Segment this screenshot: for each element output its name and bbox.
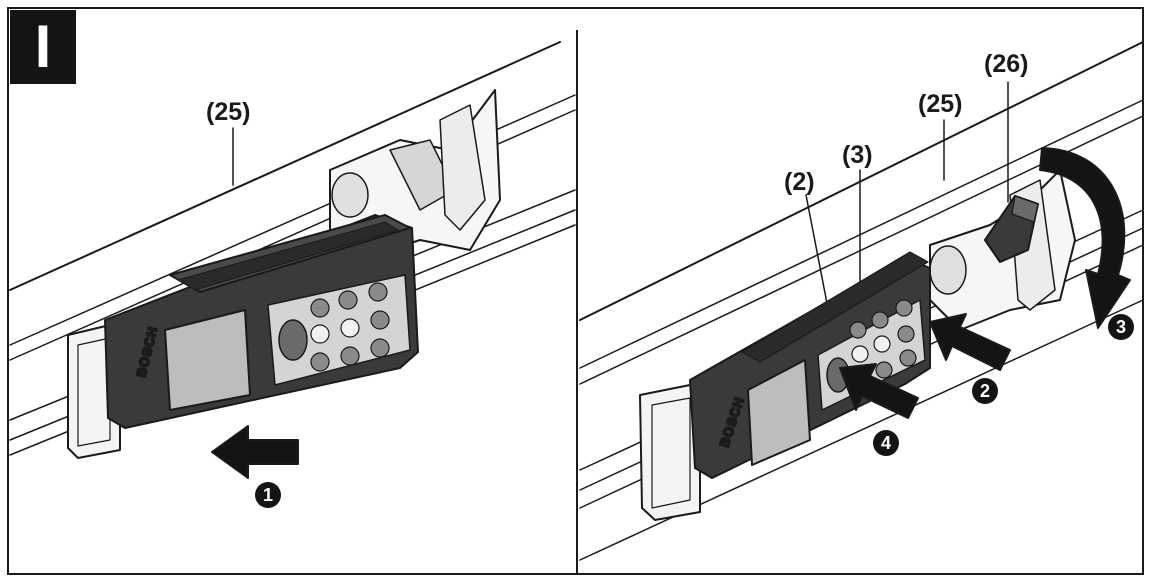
- keypad-main-button-left: [278, 319, 308, 361]
- device-grip-left: [177, 221, 399, 291]
- device-screen-right: [747, 359, 811, 466]
- insert-arrow: [211, 425, 299, 479]
- device-screen-left: [164, 309, 251, 411]
- press-front-arrow: [839, 363, 919, 419]
- device-keypad-left: [267, 274, 411, 386]
- keypad-button-3: [849, 321, 867, 339]
- step-badge-2: 2: [972, 378, 998, 404]
- laser-measure-left: BOSCH: [104, 214, 419, 429]
- step-badge-4: 4: [873, 430, 899, 456]
- step-badge-3: 3: [1108, 314, 1134, 340]
- callout-button-3: (3): [842, 141, 873, 169]
- press-front-arrow-icon: [839, 363, 919, 419]
- rail-groove-1-right: [579, 99, 1144, 369]
- insert-arrow-icon: [211, 425, 299, 479]
- rotate-lever-arrow-icon: [1039, 147, 1131, 329]
- callout-guide-rail-left: (25): [206, 98, 251, 126]
- device-top-right: [741, 251, 929, 363]
- step-badge-1: 1: [255, 482, 281, 508]
- figure-frame: [7, 7, 1144, 575]
- callout-button-2: (2): [784, 168, 815, 196]
- rail-top-edge-right: [579, 41, 1144, 321]
- figure-tag: I: [10, 10, 76, 84]
- laser-measure-right: BOSCH: [689, 251, 931, 479]
- callout-locking-lever: (26): [984, 50, 1029, 78]
- press-side-arrow: [929, 313, 1011, 371]
- rail-top-edge-left: [9, 41, 561, 291]
- callout-guide-rail-right: (25): [918, 90, 963, 118]
- rotate-lever-arrow: [1039, 147, 1131, 329]
- locking-lever: [984, 195, 1039, 263]
- press-side-arrow-icon: [929, 313, 1011, 371]
